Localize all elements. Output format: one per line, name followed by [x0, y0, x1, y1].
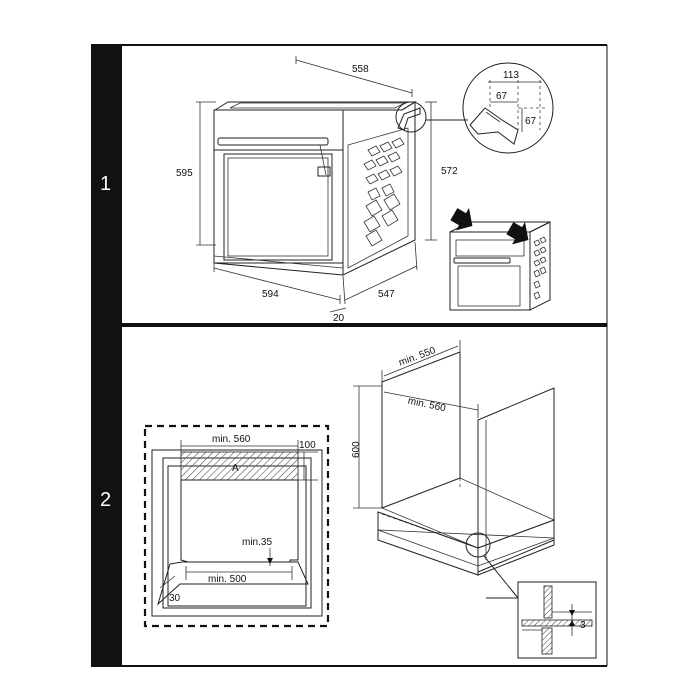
dim-detail-gap: 3 — [580, 620, 586, 631]
label-area-a: A — [232, 463, 239, 474]
detail-marker — [395, 101, 468, 133]
dim-width-top: 558 — [352, 64, 369, 75]
left-band — [91, 44, 122, 666]
dim-iso-depth: min. 550 — [397, 345, 437, 369]
dim-detail-v: 67 — [525, 116, 537, 127]
cabinet-iso-view: min. 550 min. 560 600 — [351, 340, 556, 599]
step-1-label: 1 — [100, 173, 111, 195]
step-2-label: 2 — [100, 489, 111, 511]
dim-detail-h: 67 — [496, 91, 508, 102]
dim-front-corner: 30 — [169, 593, 181, 604]
dim-front-gap: min.35 — [242, 537, 272, 548]
oven-drawing — [213, 101, 417, 276]
dim-iso-width: min. 560 — [407, 396, 447, 415]
dim-depth: 547 — [378, 289, 395, 300]
dim-front-top: 100 — [299, 440, 316, 451]
panel1-dimensions: 558 595 572 594 547 20 — [176, 56, 458, 324]
arrow-left — [450, 207, 473, 231]
arrow-right — [506, 221, 529, 245]
detail-box: 3 — [517, 581, 597, 659]
dim-detail-total: 113 — [503, 70, 519, 81]
dim-height-side: 572 — [441, 166, 458, 177]
detail-zoom: 113 67 67 — [462, 62, 554, 154]
dim-front-bottom: min. 500 — [208, 574, 247, 585]
dim-width-front: 594 — [262, 289, 279, 300]
area-a — [180, 451, 299, 481]
small-oven — [449, 207, 551, 311]
side-vents — [363, 137, 405, 247]
dim-iso-height: 600 — [351, 441, 362, 458]
dim-front-width: min. 560 — [212, 434, 251, 445]
dim-door: 20 — [333, 313, 345, 324]
cabinet-front-view: A min. 560 100 min.35 min. 500 30 — [143, 424, 330, 628]
frame: 1 2 — [91, 44, 608, 667]
dim-height-front: 595 — [176, 168, 193, 179]
